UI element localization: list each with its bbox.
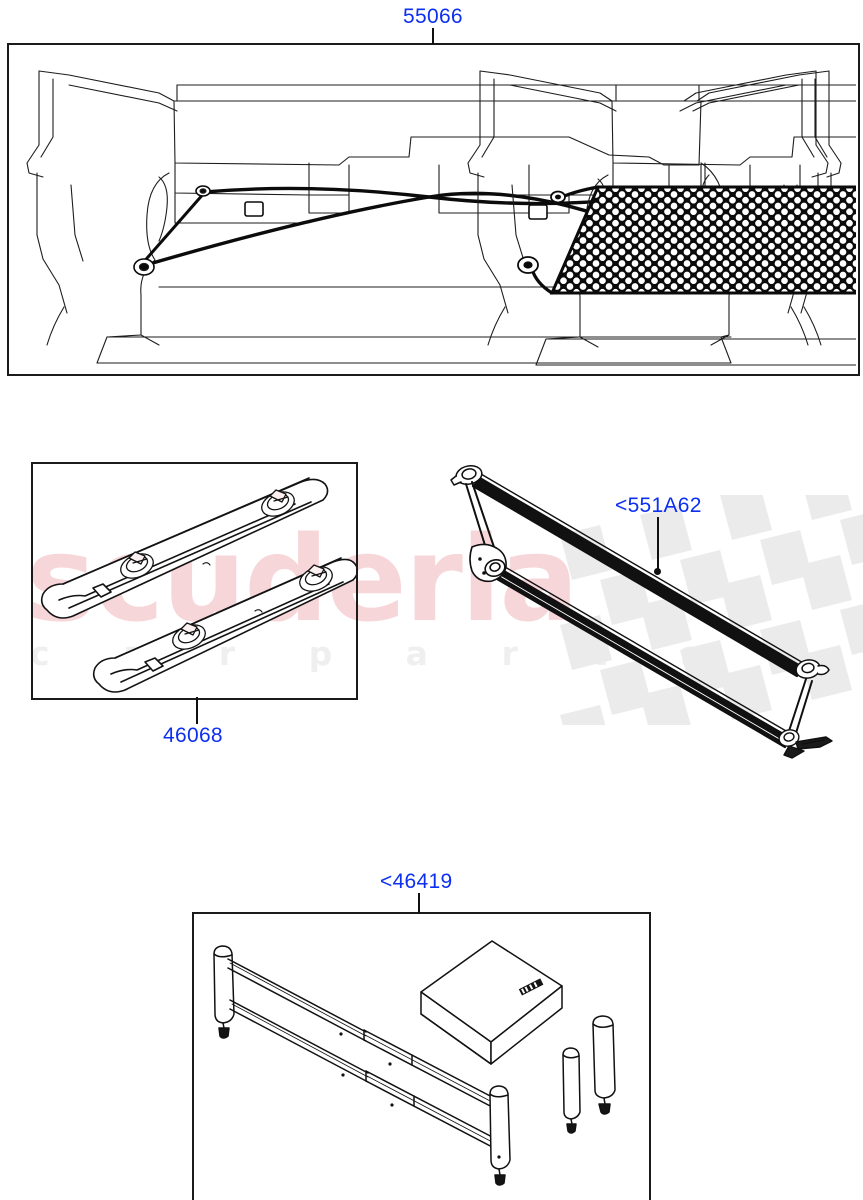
strap-hook — [778, 729, 833, 759]
callout-leader-46419 — [418, 893, 420, 913]
rail-fitting — [299, 564, 333, 592]
callout-leader-55066 — [432, 28, 434, 44]
callout-label-551A62: <551A62 — [615, 494, 702, 517]
strap-end-fitting-top — [450, 465, 483, 486]
loadspace-rail-lower — [92, 557, 356, 693]
cargo-area-with-crossed-retention-straps — [26, 70, 842, 364]
callout-label-55066: 55066 — [403, 5, 463, 28]
loadspace-rails-artwork — [40, 477, 356, 693]
loadspace-rail-upper — [40, 477, 329, 619]
loadspace-divider-kit-artwork — [213, 940, 616, 1186]
installed-views-artwork — [26, 70, 842, 364]
rail-fitting — [120, 551, 154, 579]
flat-storage-case — [420, 940, 563, 1065]
checkered-flag-icon — [560, 495, 863, 725]
callout-leader-46068 — [196, 697, 198, 724]
strap-corner-bracket — [469, 543, 507, 583]
strap-lower — [490, 565, 792, 749]
tall-divider-post — [592, 1015, 616, 1115]
callout-dot-551A62 — [654, 568, 661, 575]
telescopic-divider-frame — [213, 945, 511, 1186]
strap-end-fitting-right — [795, 659, 830, 679]
installed-views-panel — [7, 43, 860, 376]
loadspace-divider-kit-panel — [192, 912, 651, 1200]
callout-label-46068: 46068 — [163, 724, 223, 747]
rail-fitting — [261, 489, 295, 517]
loadspace-rails-panel — [31, 462, 358, 700]
rail-fitting — [172, 622, 206, 650]
short-divider-post — [562, 1047, 581, 1134]
callout-label-46419: <46419 — [380, 870, 453, 893]
callout-leader-551A62 — [657, 517, 659, 572]
